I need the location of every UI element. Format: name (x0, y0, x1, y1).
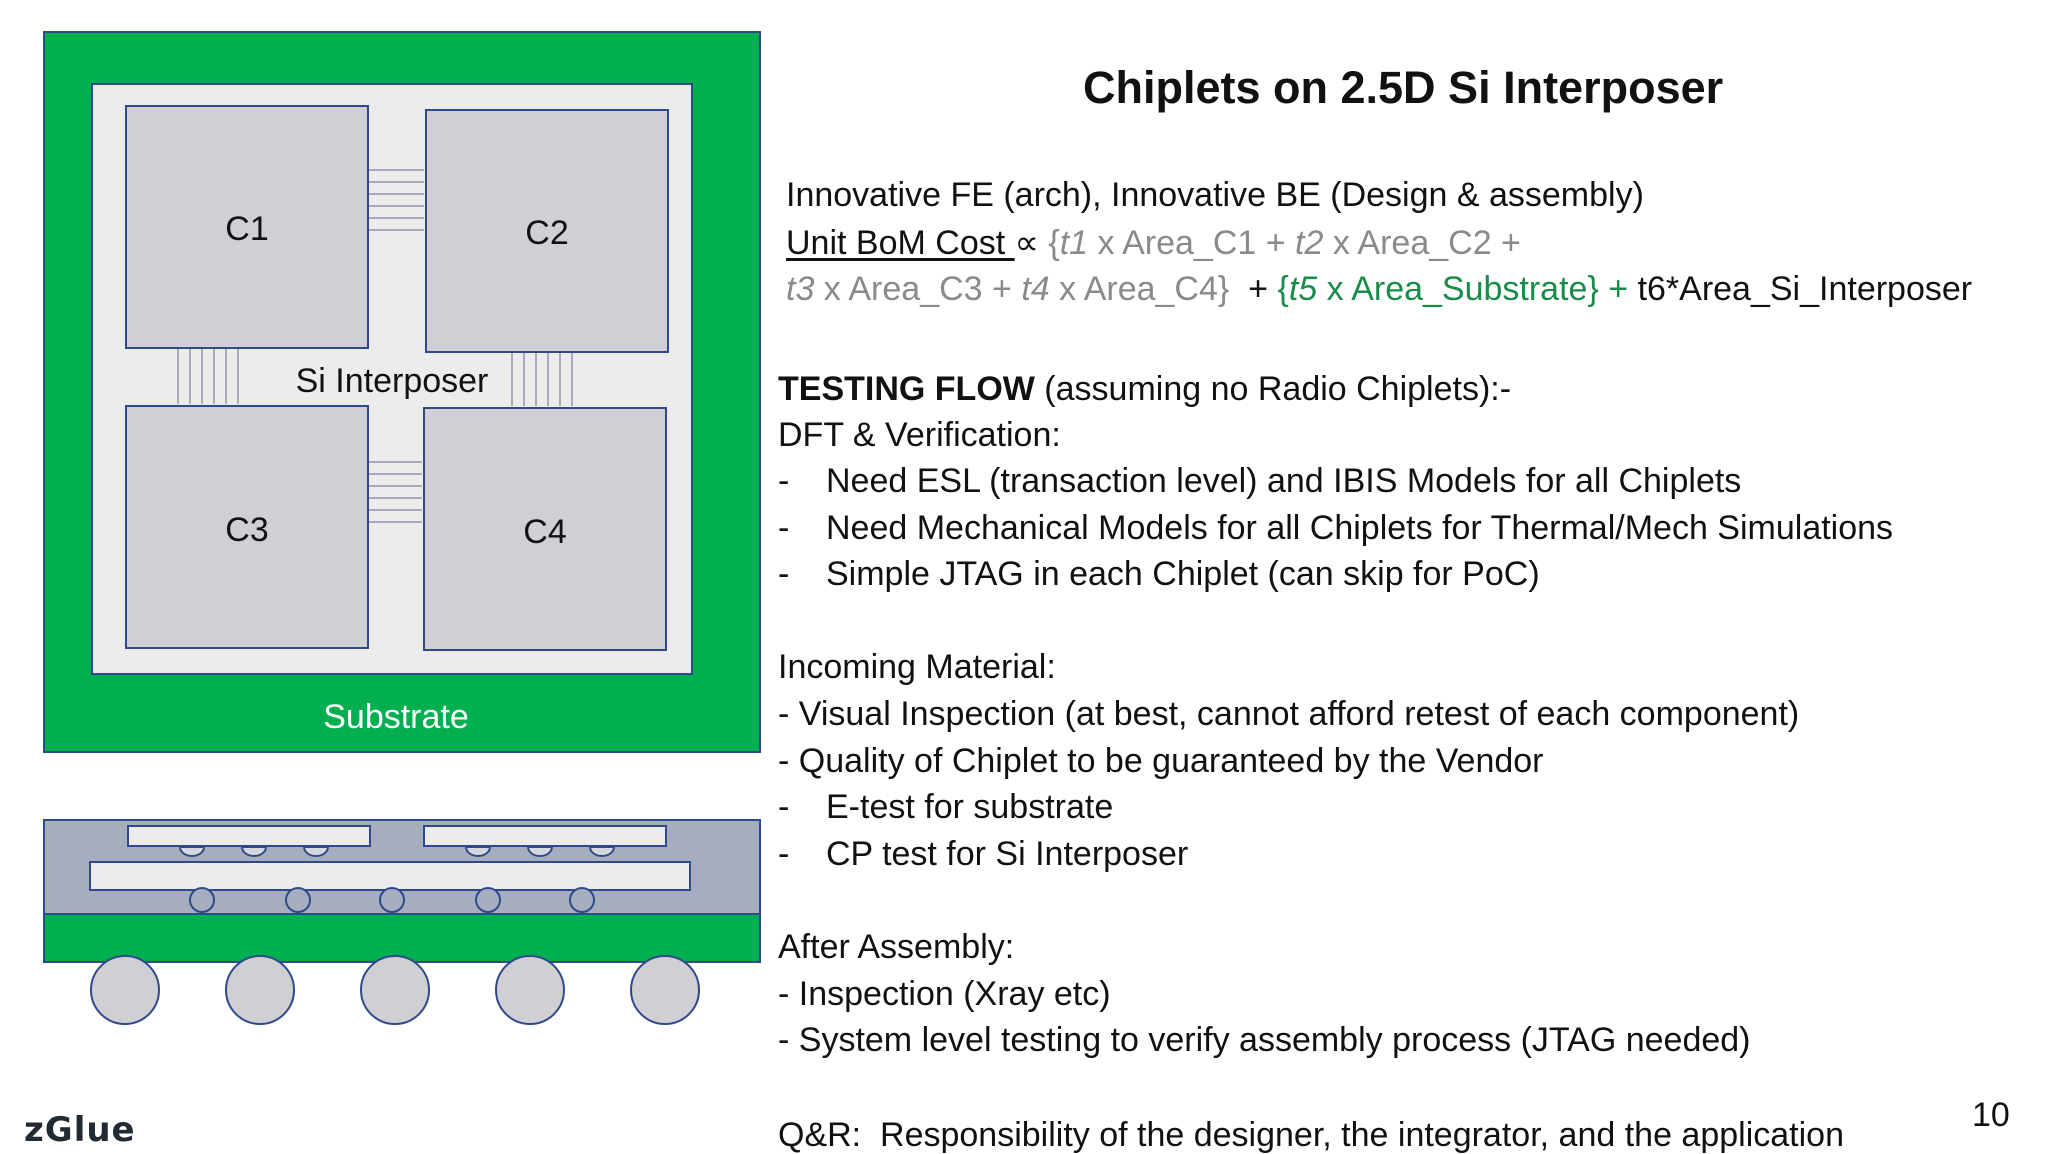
incoming-vendor-quality: - Quality of Chiplet to be guaranteed by… (778, 742, 1544, 780)
interconnect-c3-c4 (366, 461, 422, 523)
design-innovation-text: Innovative FE (arch), Innovative BE (Des… (786, 176, 1644, 214)
term-area-c3: x Area_C3 + (814, 270, 1022, 308)
interposer-cross-section (89, 861, 691, 891)
equation-line-2: Unit BoM Cost ∝ {t1 x Area_C1 + t2 x Are… (786, 226, 1521, 260)
dft-item-1-text: Need ESL (transaction level) and IBIS Mo… (826, 462, 1742, 500)
page-number: 10 (1972, 1096, 2010, 1134)
after-system-testing: - System level testing to verify assembl… (778, 1021, 1751, 1059)
term-area-substrate: x Area_Substrate} + (1317, 270, 1638, 308)
bga-balls (90, 955, 700, 1025)
dft-item-2: -Need Mechanical Models for all Chiplets… (778, 511, 1893, 545)
dft-item-3-text: Simple JTAG in each Chiplet (can skip fo… (826, 555, 1540, 593)
testing-flow-heading: TESTING FLOW (assuming no Radio Chiplets… (778, 372, 1511, 406)
dft-item-3: -Simple JTAG in each Chiplet (can skip f… (778, 557, 1540, 591)
chip-c1-label: C1 (225, 210, 268, 248)
incoming-heading: Incoming Material: (778, 648, 1056, 686)
dash: - (778, 788, 790, 826)
term-t3: t3 (786, 270, 815, 308)
c4-bumps (189, 887, 595, 913)
qr-responsibility: Q&R: Responsibility of the designer, the… (778, 1116, 1844, 1154)
incoming-item-1-text: E-test for substrate (826, 788, 1114, 826)
testing-flow-note: (assuming no Radio Chiplets):- (1034, 370, 1512, 408)
testing-flow-label: TESTING FLOW (778, 370, 1035, 408)
unit-bom-cost-text: Unit BoM Cost (786, 224, 1015, 262)
chip-c4-label: C4 (523, 513, 566, 551)
dash: - (778, 509, 790, 547)
brace-open: { (1048, 224, 1060, 262)
dash: - (778, 835, 790, 873)
proportional-symbol: ∝ (1014, 224, 1049, 262)
chip-c1 (125, 105, 369, 349)
chip-c2-label: C2 (525, 214, 568, 252)
interconnect-c1-c3 (177, 348, 239, 404)
equation-line-1: Innovative FE (arch), Innovative BE (Des… (786, 178, 1644, 212)
dash: - (778, 462, 790, 500)
after-assembly-heading: After Assembly: (778, 928, 1015, 966)
term-t1: t1 (1059, 224, 1089, 262)
substrate-label: Substrate (323, 698, 469, 736)
micro-bumps (178, 846, 616, 857)
term-t2: t2 (1295, 224, 1324, 262)
dft-heading: DFT & Verification: (778, 416, 1061, 454)
dft-item-1: -Need ESL (transaction level) and IBIS M… (778, 464, 1741, 498)
term-t5: t5 (1288, 270, 1318, 308)
incoming-visual-inspection: - Visual Inspection (at best, cannot aff… (778, 695, 1800, 733)
term-area-c4: x Area_C4} (1049, 270, 1230, 308)
term-t4: t4 (1021, 270, 1050, 308)
incoming-item-2: -CP test for Si Interposer (778, 837, 1188, 871)
equation-line-3: t3 x Area_C3 + t4 x Area_C4} + {t5 x Are… (786, 272, 1972, 306)
chip-cross-section-left (127, 825, 371, 847)
term-area-c1: x Area_C1 + (1088, 224, 1296, 262)
interconnect-c1-c2 (368, 169, 424, 231)
term-area-c2: x Area_C2 + (1323, 224, 1521, 262)
package-diagram: C1 C2 C3 C4 Si Interposer Substrate (43, 31, 761, 1025)
chip-cross-section-right (423, 825, 667, 847)
zglue-logo: zGlue (24, 1110, 136, 1150)
chip-c3 (125, 405, 369, 649)
dft-item-2-text: Need Mechanical Models for all Chiplets … (826, 509, 1894, 547)
substrate-brace-open: { (1277, 270, 1289, 308)
dash: - (778, 555, 790, 593)
incoming-item-1: -E-test for substrate (778, 790, 1113, 824)
interposer-label: Si Interposer (296, 362, 489, 400)
substrate-cross-section (43, 913, 761, 963)
slide-title: Chiplets on 2.5D Si Interposer (1083, 62, 1724, 113)
incoming-item-2-text: CP test for Si Interposer (826, 835, 1189, 873)
after-inspection: - Inspection (Xray etc) (778, 975, 1111, 1013)
chip-c3-label: C3 (225, 511, 268, 549)
plus-sign: + (1229, 270, 1278, 308)
chip-c2 (425, 109, 669, 353)
term-area-interposer: t6*Area_Si_Interposer (1637, 270, 1973, 308)
interconnect-c2-c4 (511, 350, 573, 406)
chip-c4 (423, 407, 667, 651)
